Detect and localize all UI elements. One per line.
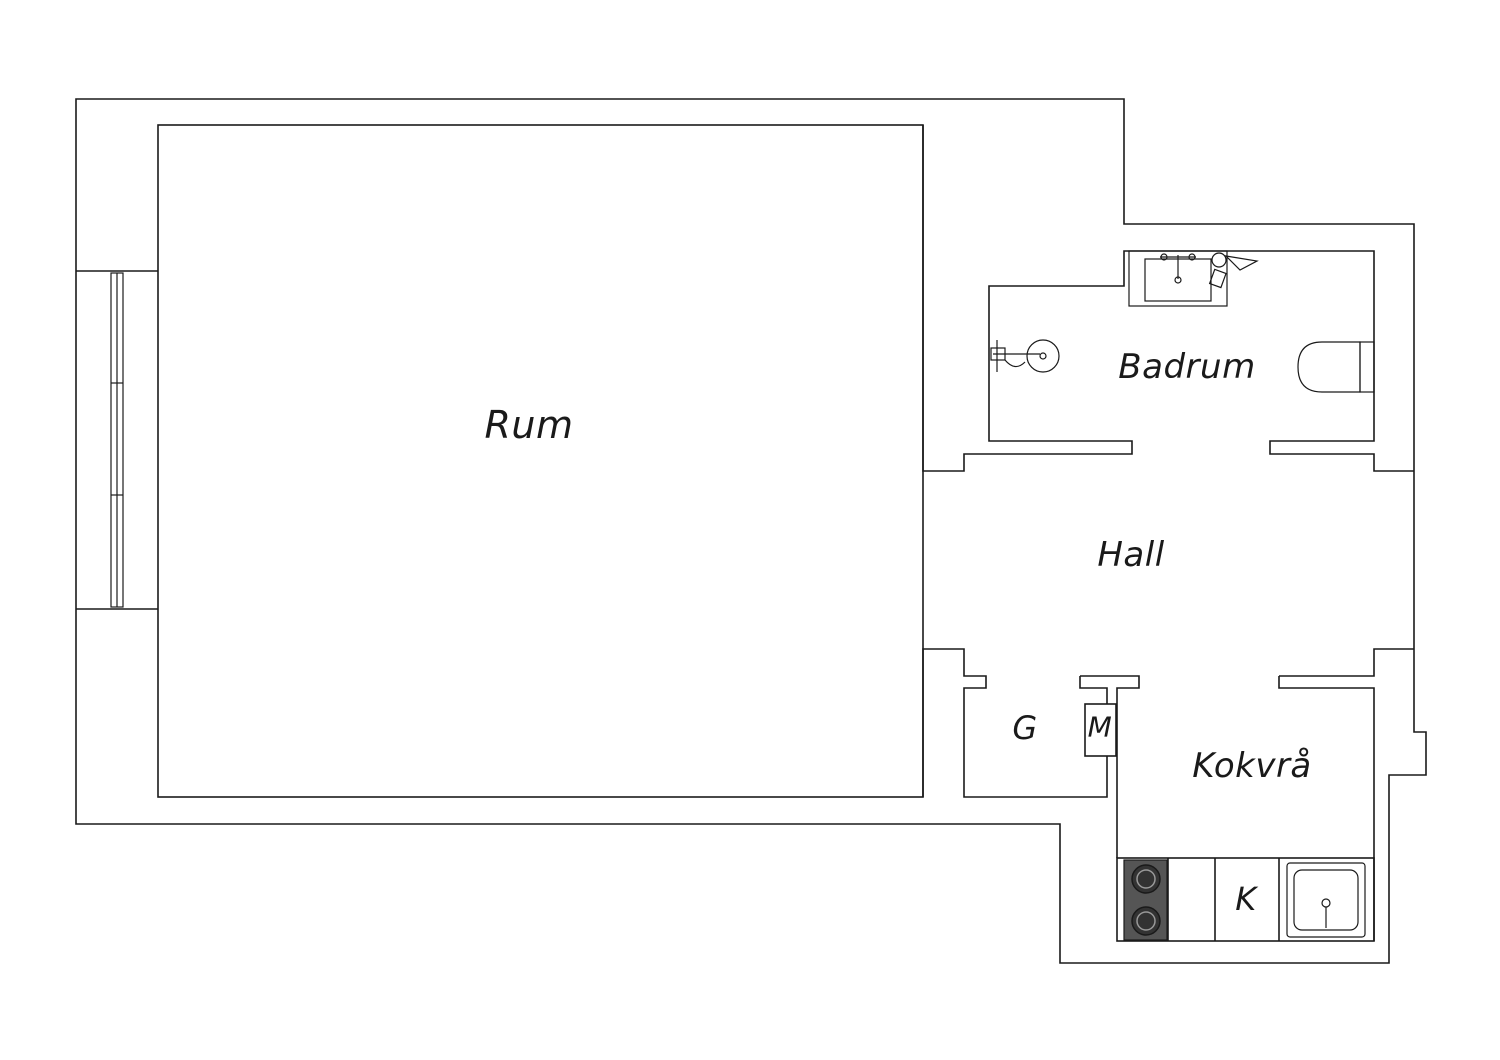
room-label-kokvra: Kokvrå	[1192, 746, 1312, 786]
meter-box	[1084, 703, 1117, 757]
kitchen-sink-icon	[1286, 862, 1366, 938]
room-label-k: K	[1235, 880, 1257, 918]
room-label-g: G	[1012, 709, 1038, 747]
stove-icon	[1123, 859, 1168, 941]
outer-wall	[75, 98, 1427, 964]
window	[76, 270, 158, 610]
room-label-hall: Hall	[1097, 535, 1165, 575]
wall-g-closet	[1080, 675, 1140, 858]
wall-kitchen-right	[1279, 648, 1414, 677]
room-rum-outline	[157, 124, 924, 798]
wall-rum-hall-upper	[922, 125, 1414, 472]
kitchen-counter	[1116, 857, 1375, 942]
toilet-icon	[1297, 341, 1375, 393]
room-label-badrum: Badrum	[1118, 347, 1256, 387]
room-label-rum: Rum	[484, 403, 574, 447]
wall-rum-hall-lower	[922, 648, 1108, 798]
wall-fixture-icon	[1208, 252, 1259, 289]
shower-icon	[990, 339, 1060, 373]
room-label-m: M	[1087, 710, 1113, 744]
